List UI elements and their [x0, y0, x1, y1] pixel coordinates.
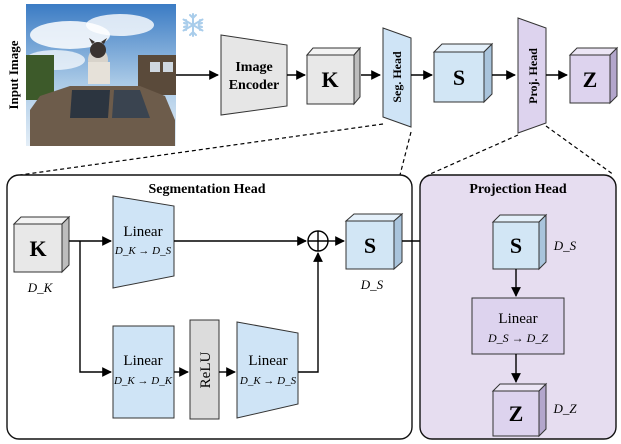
seg-linear-bottom-right: Linear D_K → D_S [236, 321, 299, 419]
seg-head-label: Seg. Head [390, 51, 404, 103]
plus-circle-icon [307, 230, 329, 252]
top-s-label: S [453, 65, 465, 90]
proj-head-block: Proj. Head [517, 17, 547, 134]
top-k-label: K [321, 67, 338, 92]
seg-k-cube: K [12, 215, 71, 274]
proj-z-dim: D_Z [552, 401, 577, 416]
seg-k-dim: D_K [27, 280, 54, 295]
proj-s-dim: D_S [553, 238, 577, 253]
input-image [25, 4, 176, 146]
seg-head-block: Seg. Head [382, 27, 412, 128]
image-encoder-block: Image Encoder [220, 34, 288, 116]
input-image-label: Input Image [6, 40, 21, 109]
seg-linear-top: Linear D_K → D_S [112, 195, 175, 289]
proj-s-label: S [510, 233, 522, 258]
seg-linear-top-map: D_K → D_S [114, 245, 172, 257]
top-s-cube: S [432, 42, 494, 104]
proj-s-cube: S [491, 213, 548, 271]
seg-linear-top-title: Linear [123, 224, 162, 240]
seg-s-cube: S [344, 212, 404, 271]
top-k-cube: K [305, 46, 362, 106]
seg-panel-title: Segmentation Head [148, 182, 265, 197]
proj-head-label: Proj. Head [526, 48, 540, 104]
seg-linear-br-title: Linear [248, 353, 287, 369]
proj-linear: Linear D_S → D_Z [471, 297, 565, 355]
seg-s-label: S [364, 233, 376, 258]
seg-linear-br-map: D_K → D_S [239, 375, 297, 387]
seg-linear-bottom-left: Linear D_K → D_K [112, 325, 175, 419]
proj-z-cube: Z [491, 382, 548, 438]
top-z-label: Z [583, 67, 598, 92]
callout-lines [19, 123, 615, 176]
proj-linear-map: D_S → D_Z [487, 331, 548, 345]
seg-s-dim: D_S [360, 277, 384, 292]
proj-linear-title: Linear [498, 311, 537, 327]
seg-k-label: K [29, 236, 46, 261]
proj-panel-title: Projection Head [469, 182, 567, 197]
snowflake-icon [182, 13, 204, 37]
seg-linear-bl-map: D_K → D_K [113, 375, 173, 387]
seg-relu: ReLU [189, 319, 220, 420]
encoder-label-line1: Image [235, 60, 272, 75]
encoder-label-line2: Encoder [229, 78, 280, 93]
seg-relu-label: ReLU [198, 352, 214, 389]
seg-linear-bl-title: Linear [123, 353, 162, 369]
top-z-cube: Z [568, 46, 619, 105]
proj-z-label: Z [509, 401, 524, 426]
